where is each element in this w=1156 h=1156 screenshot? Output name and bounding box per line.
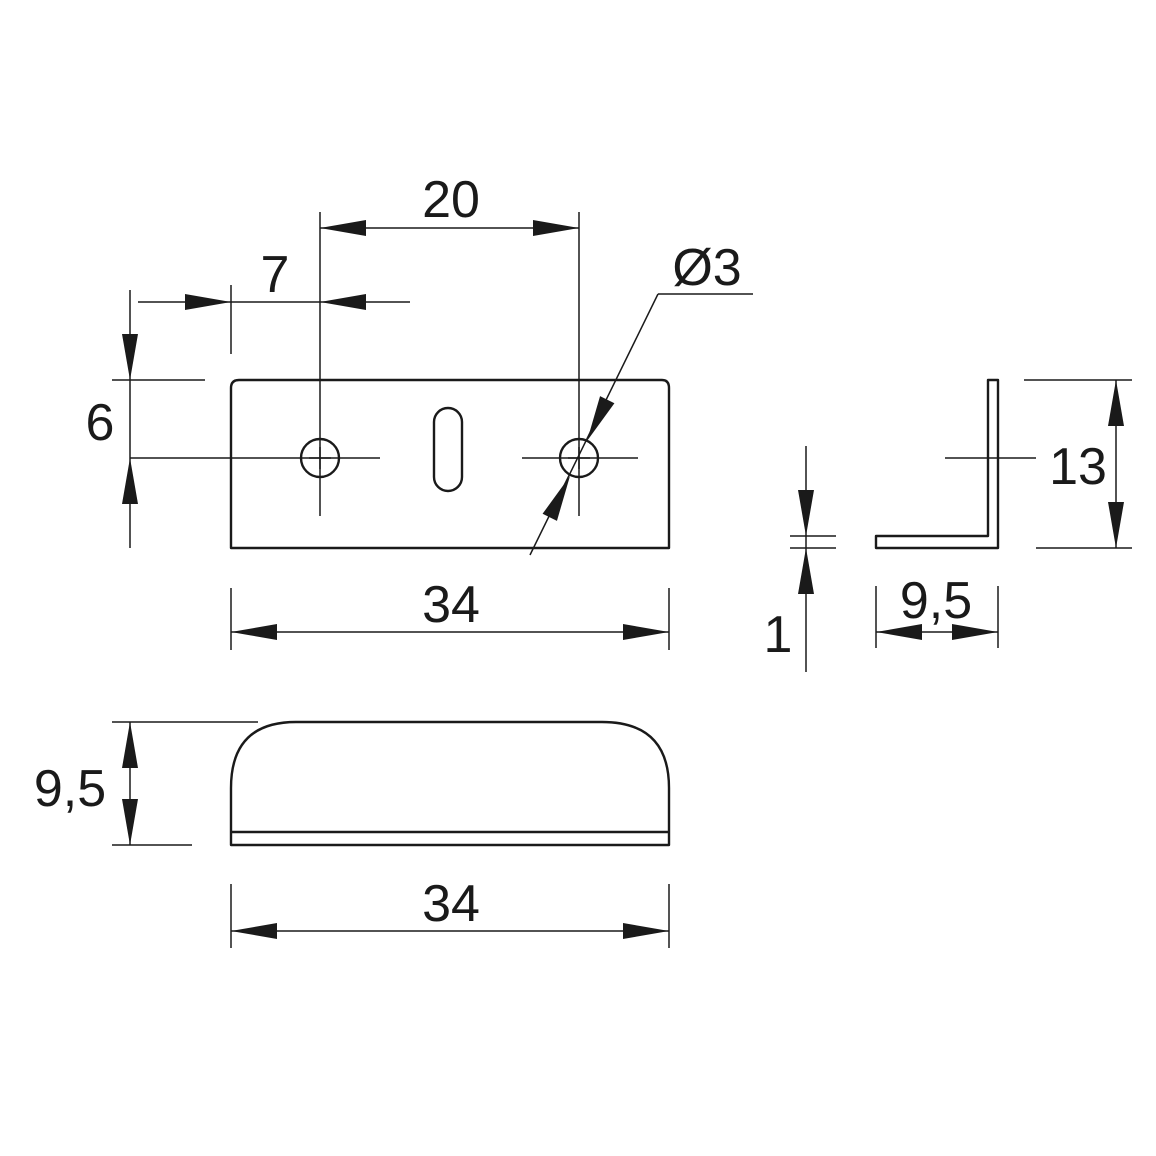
dim-top-width: 34: [230, 875, 670, 948]
dim-hole-offset-label: 7: [261, 246, 290, 304]
dim-hole-offset: 7: [138, 246, 410, 354]
side-profile: [874, 378, 1000, 550]
dim-side-height: 13: [945, 379, 1132, 549]
hole-centerlines: [130, 212, 638, 516]
dim-side-depth-label: 9,5: [900, 572, 972, 630]
dim-front-width: 34: [230, 576, 670, 650]
front-view: 20 7 6 Ø3: [86, 171, 753, 650]
dim-hole-height-label: 6: [86, 394, 115, 452]
dim-top-width-label: 34: [422, 875, 480, 933]
side-view: 1 13 9,5: [764, 378, 1132, 672]
dim-hole-diameter: Ø3: [529, 239, 753, 556]
dim-hole-pitch: 20: [320, 171, 579, 236]
dim-side-height-label: 13: [1049, 438, 1107, 496]
dim-thickness: 1: [764, 446, 836, 672]
dim-hole-pitch-label: 20: [422, 171, 480, 229]
top-view: 9,5 34: [34, 720, 671, 948]
dim-top-depth: 9,5: [34, 721, 258, 846]
dim-top-depth-label: 9,5: [34, 760, 106, 818]
dim-thickness-label: 1: [764, 606, 793, 664]
center-slot: [432, 406, 464, 493]
dim-side-depth: 9,5: [875, 572, 999, 648]
dim-hole-diameter-label: Ø3: [672, 239, 741, 297]
dim-hole-height: 6: [86, 290, 205, 548]
top-outline: [229, 720, 671, 847]
dim-front-width-label: 34: [422, 576, 480, 634]
front-plate-outline: [229, 378, 671, 550]
